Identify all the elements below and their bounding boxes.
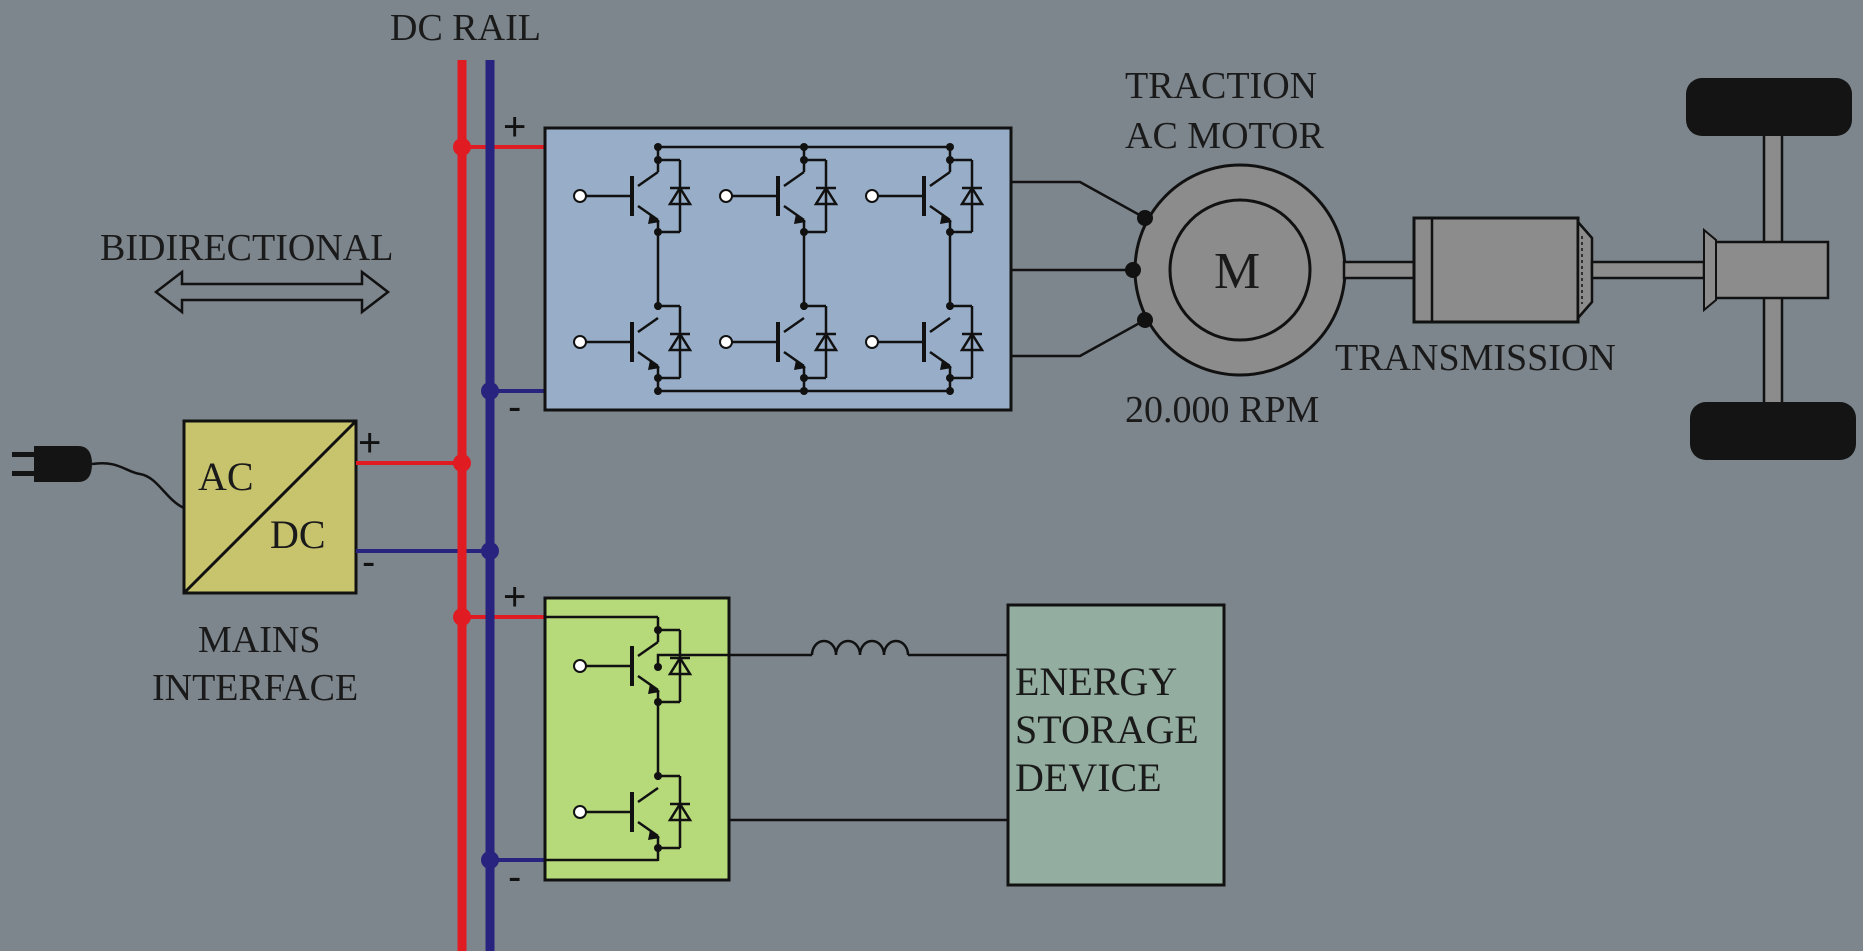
- wheel-icon-top: [1686, 78, 1852, 136]
- motor-phase-wires: [1011, 180, 1146, 358]
- mains-plus-sign: +: [358, 421, 381, 465]
- mains-interface-label-line1: MAINS: [198, 619, 320, 661]
- inductor-and-storage-wires: [656, 639, 1008, 822]
- bidirectional-arrow: [153, 269, 391, 315]
- chopper-plus-sign: +: [503, 575, 526, 619]
- inverter-minus-sign: -: [508, 385, 521, 429]
- traction-motor-label-line2: AC MOTOR: [1125, 115, 1324, 157]
- transmission: [1342, 216, 1706, 324]
- energy-storage-device: ENERGY STORAGE DEVICE: [1006, 603, 1226, 887]
- converter-dc-label: DC: [270, 512, 326, 557]
- wheel-icon-bottom: [1690, 402, 1856, 460]
- dc-rail-label: DC RAIL: [390, 7, 541, 49]
- energy-storage-label-line2: STORAGE: [1015, 707, 1199, 752]
- energy-storage-label-line1: ENERGY: [1015, 659, 1177, 704]
- mains-plug-icon: [12, 446, 185, 510]
- rpm-label: 20.000 RPM: [1125, 389, 1319, 431]
- negative-connection-wires: [356, 389, 545, 862]
- converter-ac-label: AC: [198, 454, 254, 499]
- traction-ac-motor: M: [1125, 163, 1347, 377]
- dc-dc-chopper: [543, 596, 731, 882]
- rail-junction-dots: [453, 138, 499, 869]
- bidirectional-label: BIDIRECTIONAL: [100, 227, 393, 269]
- drive-axle: [1703, 118, 1830, 422]
- inverter-plus-sign: +: [503, 105, 526, 149]
- traction-inverter: [543, 126, 1013, 412]
- positive-connection-wires: [356, 145, 545, 619]
- traction-motor-label-line1: TRACTION: [1125, 65, 1317, 107]
- chopper-minus-sign: -: [508, 855, 521, 899]
- energy-storage-label-line3: DEVICE: [1015, 755, 1162, 800]
- transmission-label: TRANSMISSION: [1335, 337, 1616, 379]
- motor-symbol: M: [1214, 243, 1260, 300]
- mains-minus-sign: -: [362, 540, 375, 584]
- mains-interface-converter: AC DC: [182, 419, 358, 595]
- mains-interface-label-line2: INTERFACE: [152, 667, 358, 709]
